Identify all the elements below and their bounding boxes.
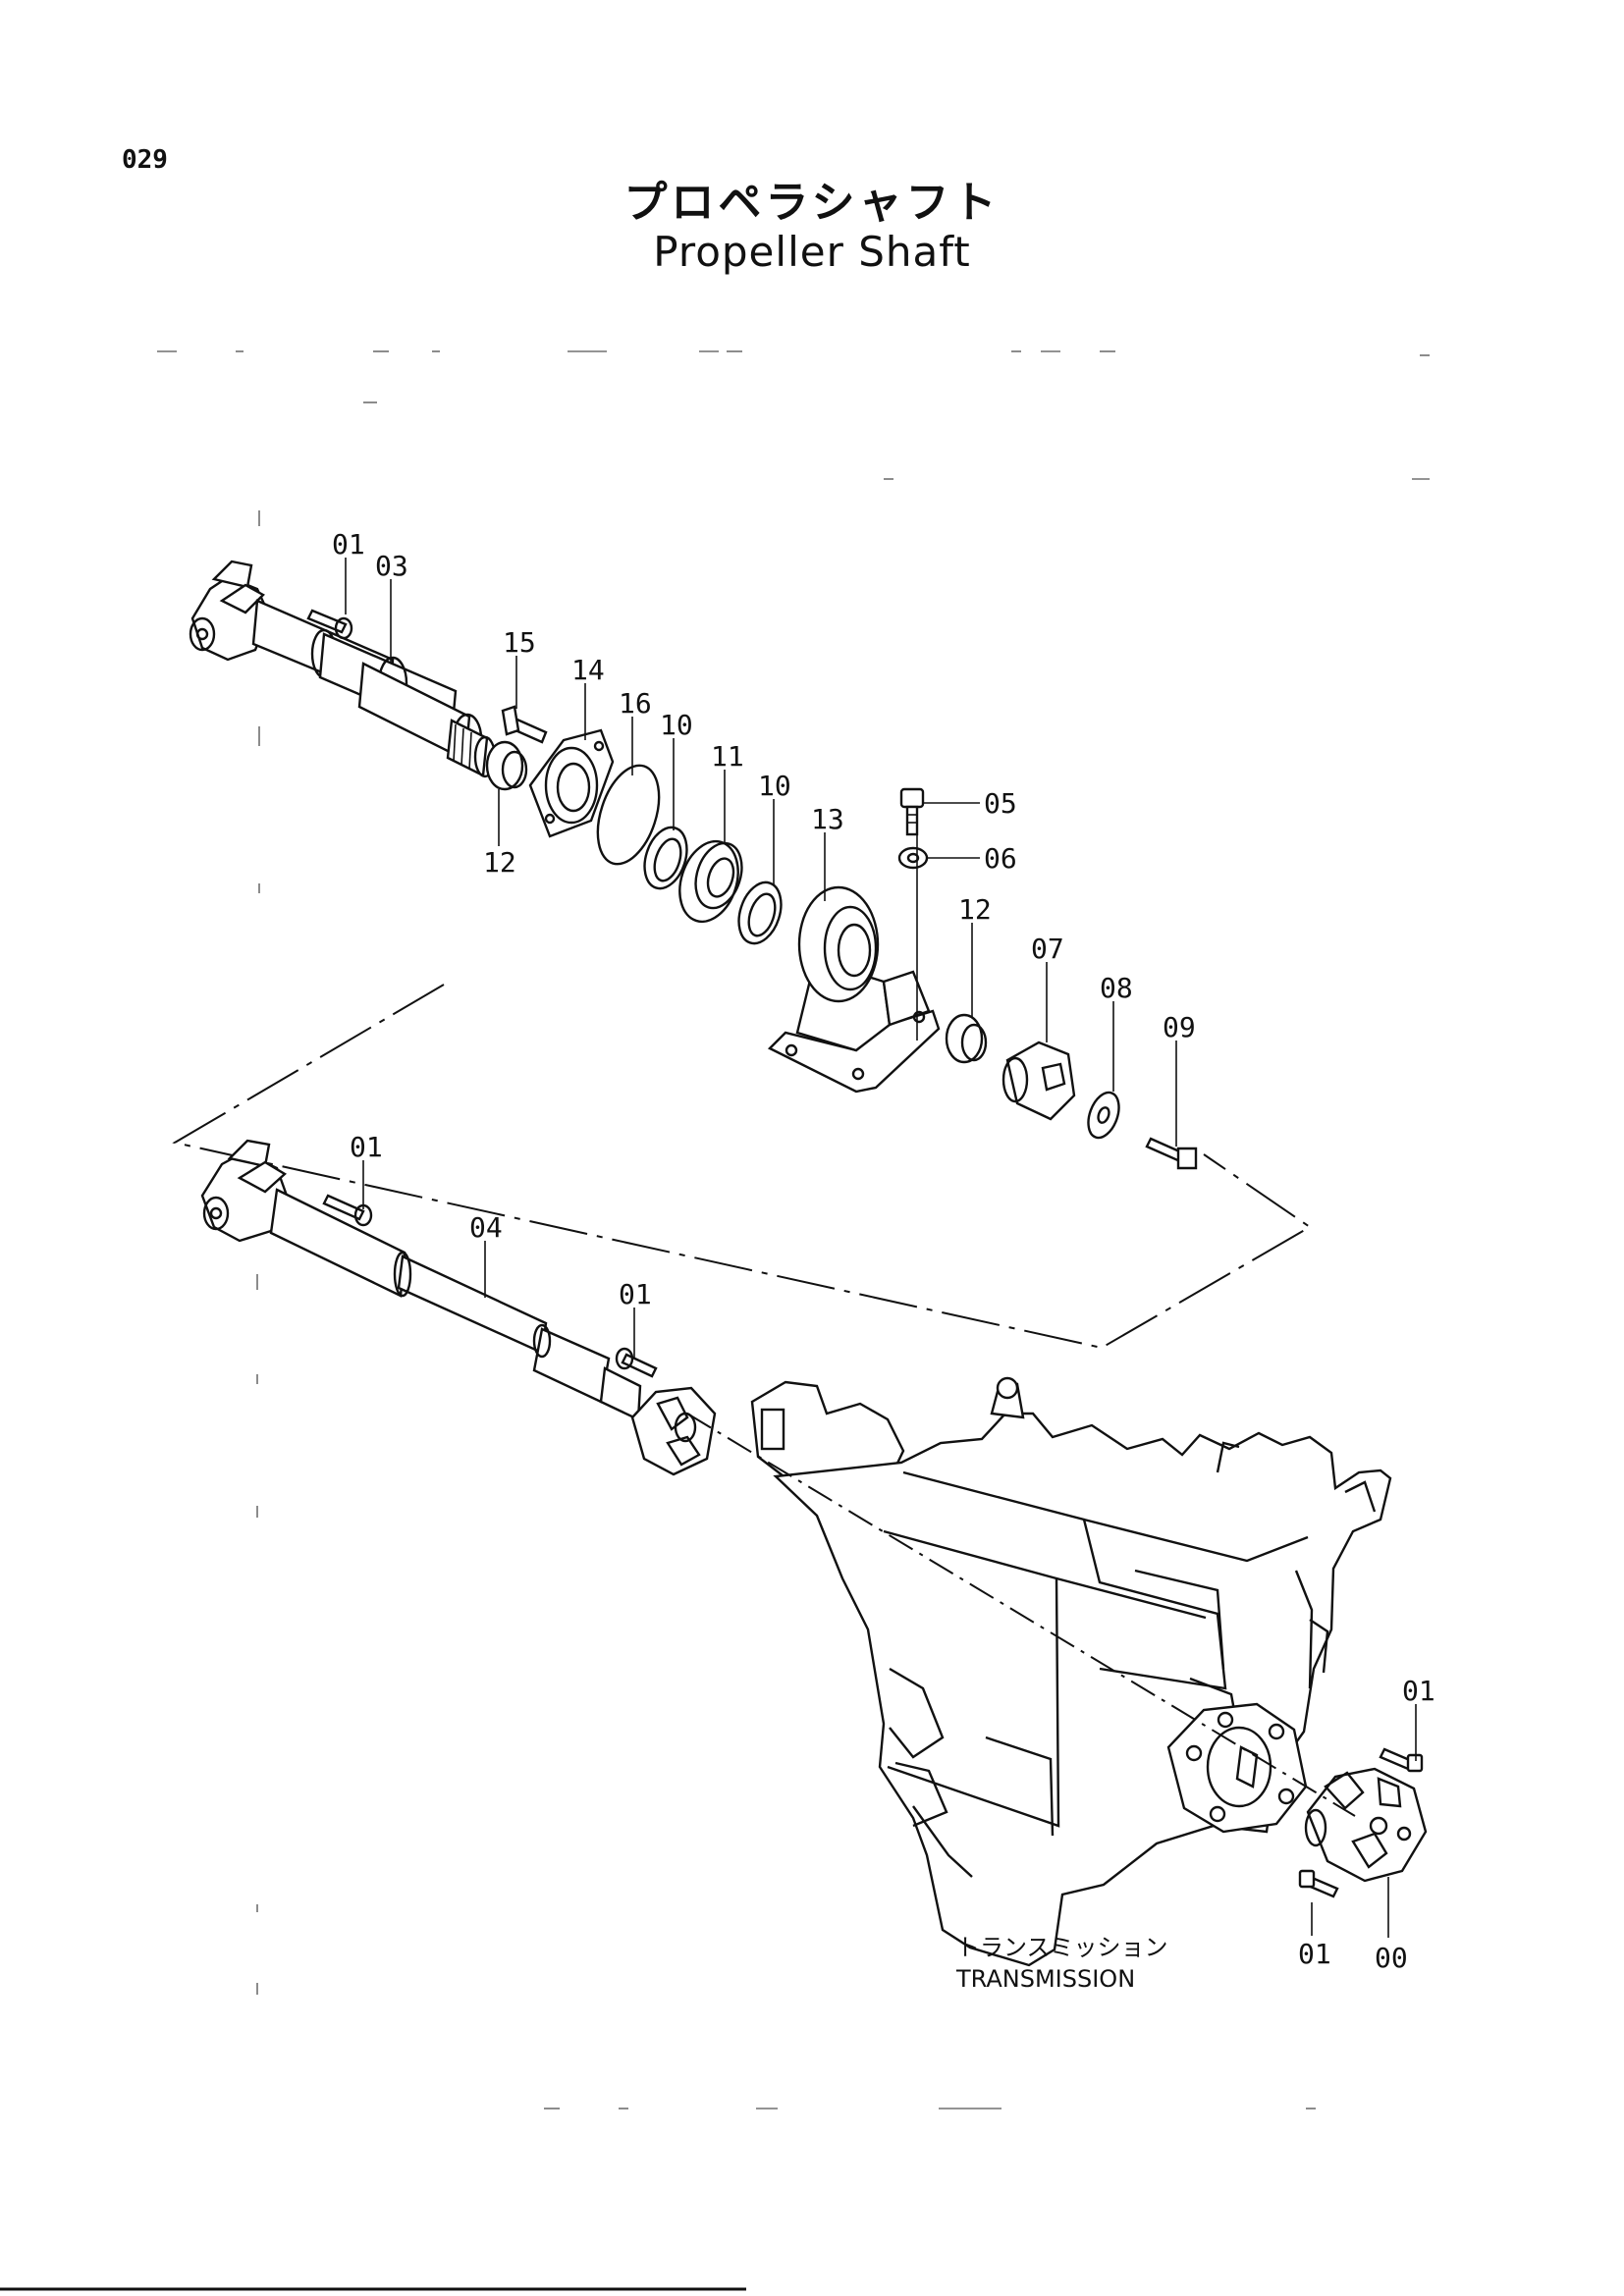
callout-13: 13: [811, 803, 844, 835]
collar-12-right: [945, 1013, 988, 1064]
page-title: Propeller Shaft: [653, 228, 971, 276]
page-number: 029: [122, 145, 168, 175]
callout-06: 06: [984, 842, 1017, 875]
callout-12-left: 12: [483, 846, 516, 879]
rear-coupling-00: [1304, 1767, 1428, 1883]
scan-marks: [157, 350, 1430, 2109]
bolt-05: [899, 787, 925, 836]
callout-12-right: 12: [958, 893, 992, 926]
bearing-bracket-13: [767, 885, 941, 1094]
bolt-15: [501, 705, 548, 744]
callout-01-rear-bottom: 01: [1298, 1938, 1331, 1970]
spline-shaft-03: [251, 599, 497, 778]
callout-05: 05: [984, 787, 1017, 820]
shaft-centerline: [686, 1413, 1356, 1817]
callout-09: 09: [1163, 1011, 1196, 1043]
callout-11: 11: [711, 740, 744, 773]
bolt-01-upper: [306, 609, 353, 640]
washer-08: [1087, 1091, 1120, 1140]
yoke-upper: [189, 560, 271, 662]
transmission-label: TRANSMISSION: [955, 1965, 1135, 1993]
callout-10-right: 10: [758, 770, 791, 802]
callout-10-left: 10: [660, 709, 693, 741]
washer-06: [897, 846, 929, 870]
callout-08: 08: [1100, 972, 1133, 1004]
bolt-09: [1145, 1137, 1198, 1170]
bolt-01-rear-bottom: [1298, 1869, 1339, 1898]
callout-00: 00: [1375, 1942, 1408, 1974]
seal-10-right: [737, 881, 783, 945]
coupling-07: [1001, 1041, 1076, 1121]
callout-01-lower-mid: 01: [619, 1278, 652, 1310]
leader-lines: [345, 558, 1417, 1938]
callout-04: 04: [469, 1211, 503, 1244]
flange-14: [528, 728, 615, 838]
transmission-label-japanese: トランスミッション: [956, 1934, 1168, 1961]
bolt-01-rear-top: [1379, 1747, 1424, 1773]
page-title-japanese: プロペラシャフト: [623, 178, 1001, 228]
callout-07: 07: [1031, 933, 1064, 965]
bearing-11: [678, 839, 743, 924]
bolt-01-lower-mid: [615, 1347, 658, 1378]
propeller-shaft-04: [269, 1188, 642, 1421]
transmission-housing: [750, 1376, 1392, 1967]
o-ring-16: [596, 764, 661, 866]
callout-01-upper: 01: [332, 528, 365, 561]
callout-16: 16: [619, 687, 652, 720]
collar-12-left: [485, 740, 528, 791]
seal-10-left: [643, 826, 688, 890]
callout-01-lower-left: 01: [350, 1131, 383, 1163]
callout-03: 03: [375, 550, 408, 582]
yoke-lower: [200, 1139, 289, 1243]
universal-joint-lower: [630, 1386, 717, 1476]
callout-14: 14: [571, 654, 605, 686]
callout-15: 15: [503, 626, 536, 659]
callout-01-rear-top: 01: [1402, 1675, 1435, 1707]
assembly-frame: [172, 984, 1312, 1350]
